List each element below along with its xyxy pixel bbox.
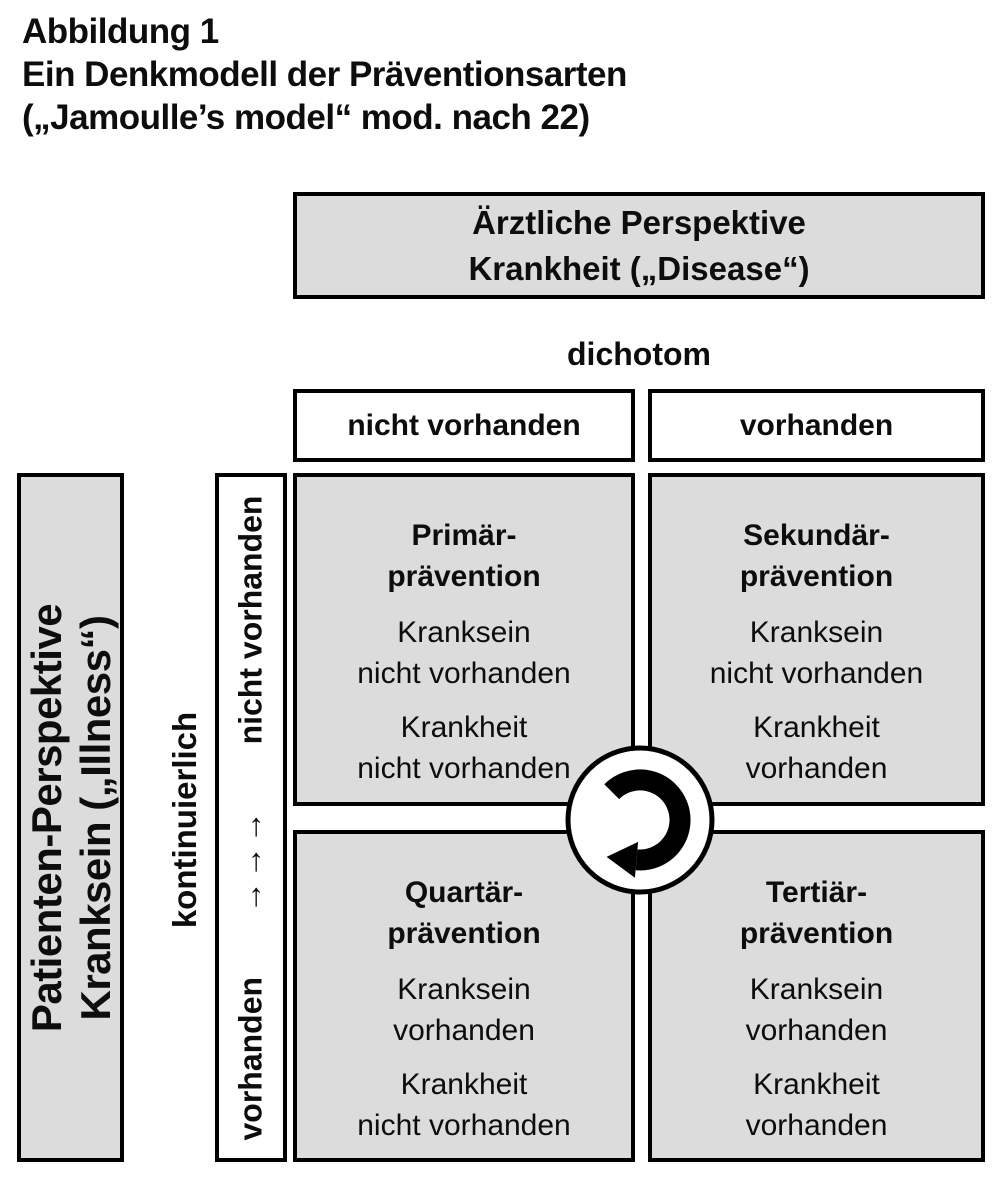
axis-direction-arrows-icon: →→→ <box>232 807 269 913</box>
krankheit-value: nicht vorhanden <box>357 752 571 785</box>
quadrant-title: Tertiär- prävention <box>652 872 981 954</box>
krankheit-label: Krankheit <box>400 711 528 744</box>
quadrant-sekundaerpraevention: Sekundär- prävention Kranksein nicht vor… <box>648 473 985 806</box>
patient-axis-scale-text: vorhanden →→→ nicht vorhanden <box>233 495 270 1140</box>
kranksein-value: vorhanden <box>393 1014 535 1047</box>
figure-title-line3: („Jamoulle’s model“ mod. nach 22) <box>22 98 590 137</box>
krankheit-label: Krankheit <box>753 711 880 744</box>
kranksein-label: Kranksein <box>749 973 884 1006</box>
quadrant-title-line2: prävention <box>387 917 541 950</box>
doctor-perspective-line2: Krankheit („Disease“) <box>468 249 810 287</box>
krankheit-label: Krankheit <box>753 1068 880 1101</box>
quadrant-title-line2: prävention <box>739 560 894 593</box>
krankheit-value: nicht vorhanden <box>357 1109 571 1142</box>
patient-axis-scale-box: vorhanden →→→ nicht vorhanden <box>215 473 287 1162</box>
doctor-perspective-line1: Ärztliche Perspektive <box>472 203 806 241</box>
quadrant-tertiaerpraevention: Tertiär- prävention Kranksein vorhanden … <box>648 830 985 1162</box>
patient-perspective-text: Patienten-Perspektive Kranksein („Illnes… <box>22 603 120 1031</box>
figure-title: Abbildung 1 Ein Denkmodell der Präventio… <box>22 10 627 139</box>
rotation-cycle-icon <box>563 743 717 897</box>
kranksein-value: vorhanden <box>745 1014 888 1047</box>
clockwise-rotation-arrow-icon <box>565 745 715 895</box>
patient-perspective-line1: Patienten-Perspektive <box>22 603 70 1032</box>
quadrant-quartaerpraevention: Quartär- prävention Kranksein vorhanden … <box>293 830 635 1162</box>
quadrant-title: Quartär- prävention <box>297 872 631 954</box>
krankheit-value: vorhanden <box>745 752 888 785</box>
patient-perspective-line2: Kranksein („Illness“) <box>71 615 119 1020</box>
quadrant-title: Sekundär- prävention <box>652 515 981 597</box>
patient-perspective-box: Patienten-Perspektive Kranksein („Illnes… <box>17 473 124 1162</box>
quadrant-title-line2: prävention <box>739 917 894 950</box>
figure-title-line2: Ein Denkmodell der Präventionsarten <box>22 55 627 94</box>
quadrant-title: Primär- prävention <box>297 515 631 597</box>
kranksein-status: Kranksein nicht vorhanden <box>652 612 981 694</box>
column-header-not-present-label: nicht vorhanden <box>347 408 581 442</box>
quadrant-title-line1: Tertiär- <box>765 876 868 909</box>
krankheit-label: Krankheit <box>400 1068 528 1101</box>
quadrant-title-line1: Primär- <box>411 519 517 552</box>
kranksein-label: Kranksein <box>397 616 531 649</box>
krankheit-value: vorhanden <box>745 1109 888 1142</box>
kranksein-label: Kranksein <box>749 616 884 649</box>
patient-scale-label: kontinuierlich <box>166 711 203 929</box>
column-header-not-present: nicht vorhanden <box>293 389 635 462</box>
krankheit-status: Krankheit vorhanden <box>652 707 981 789</box>
kranksein-status: Kranksein vorhanden <box>652 969 981 1051</box>
figure-title-line1: Abbildung 1 <box>22 12 219 51</box>
krankheit-status: Krankheit vorhanden <box>652 1064 981 1146</box>
kranksein-status: Kranksein nicht vorhanden <box>297 612 631 694</box>
column-header-present: vorhanden <box>648 389 985 462</box>
column-header-present-label: vorhanden <box>739 408 894 442</box>
doctor-scale-label: dichotom <box>567 336 711 372</box>
krankheit-status: Krankheit nicht vorhanden <box>297 1064 631 1146</box>
doctor-perspective-box: Ärztliche Perspektive Krankheit („Diseas… <box>293 192 985 299</box>
kranksein-label: Kranksein <box>397 973 531 1006</box>
quadrant-title-line2: prävention <box>387 560 541 593</box>
axis-to-label: nicht vorhanden <box>232 495 269 744</box>
quadrant-title-line1: Quartär- <box>404 876 524 909</box>
axis-from-label: vorhanden <box>232 976 269 1140</box>
quadrant-title-line1: Sekundär- <box>743 519 890 552</box>
krankheit-status: Krankheit nicht vorhanden <box>297 707 631 789</box>
quadrant-primaerpraevention: Primär- prävention Kranksein nicht vorha… <box>293 473 635 806</box>
kranksein-value: nicht vorhanden <box>357 657 571 690</box>
kranksein-status: Kranksein vorhanden <box>297 969 631 1051</box>
kranksein-value: nicht vorhanden <box>709 657 924 690</box>
